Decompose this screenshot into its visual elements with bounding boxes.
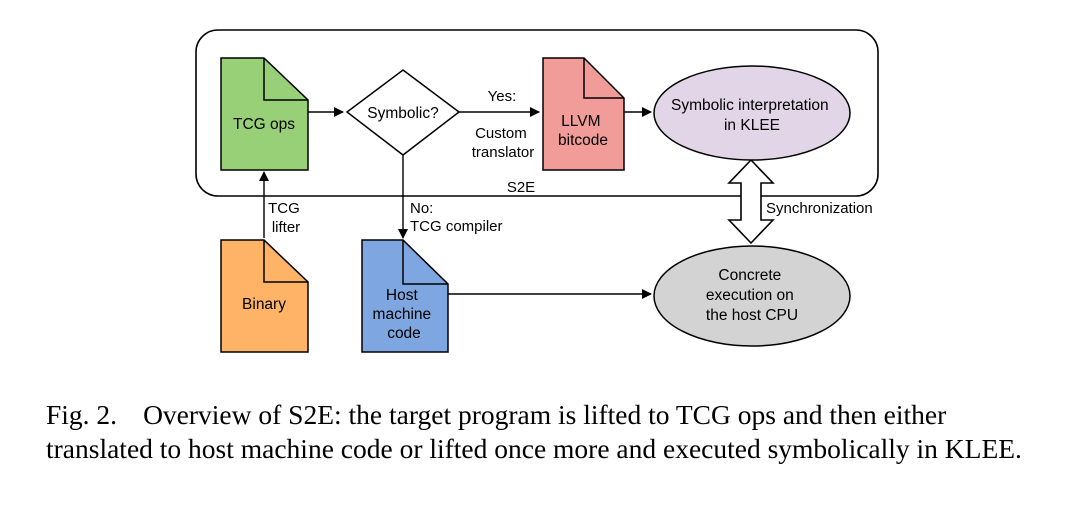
node-binary: Binary [220,239,309,353]
node-symbolic-decision: Symbolic? [345,69,461,156]
edge-label-custom-translator: Custom translator [472,125,535,161]
figure-caption: Fig. 2.Overview of S2E: the target progr… [46,398,1036,466]
binary-label: Binary [242,296,286,313]
node-klee: Symbolic interpretation in KLEE [653,65,851,161]
tcg-ops-shape [220,57,309,171]
decision-shape [345,69,461,156]
s2e-container-label: S2E [507,179,535,196]
concrete-shape [653,245,851,347]
node-tcg-ops: TCG ops [220,57,309,171]
node-llvm-bitcode: LLVM bitcode [542,57,625,171]
host-code-label: Host machine code [373,287,436,342]
tcg-ops-label: TCG ops [233,116,295,133]
edge-label-synchronization: Synchronization [766,200,873,217]
host-code-shape [361,239,449,353]
node-concrete-execution: Concrete execution on the host CPU [653,245,851,347]
edge-label-tcg-lifter: TCG lifter [268,200,304,236]
synchronization-arrow [727,158,775,245]
decision-label: Symbolic? [367,105,439,122]
klee-shape [653,65,851,161]
node-host-machine-code: Host machine code [361,239,449,353]
llvm-label: LLVM bitcode [558,113,608,149]
klee-label: Symbolic interpretation in KLEE [671,97,833,134]
edge-label-no-tcg-compiler: No: TCG compiler [410,200,503,235]
s2e-container [195,29,879,197]
figure-caption-label: Fig. 2. [46,399,118,430]
binary-shape [220,239,309,353]
edge-label-yes: Yes: [488,88,517,105]
llvm-shape [542,57,625,171]
concrete-label: Concrete execution on the host CPU [706,267,798,324]
figure-caption-text: Overview of S2E: the target program is l… [46,399,1022,464]
s2e-overview-diagram: S2E Yes: Custom translator No: TCG compi… [195,29,879,353]
